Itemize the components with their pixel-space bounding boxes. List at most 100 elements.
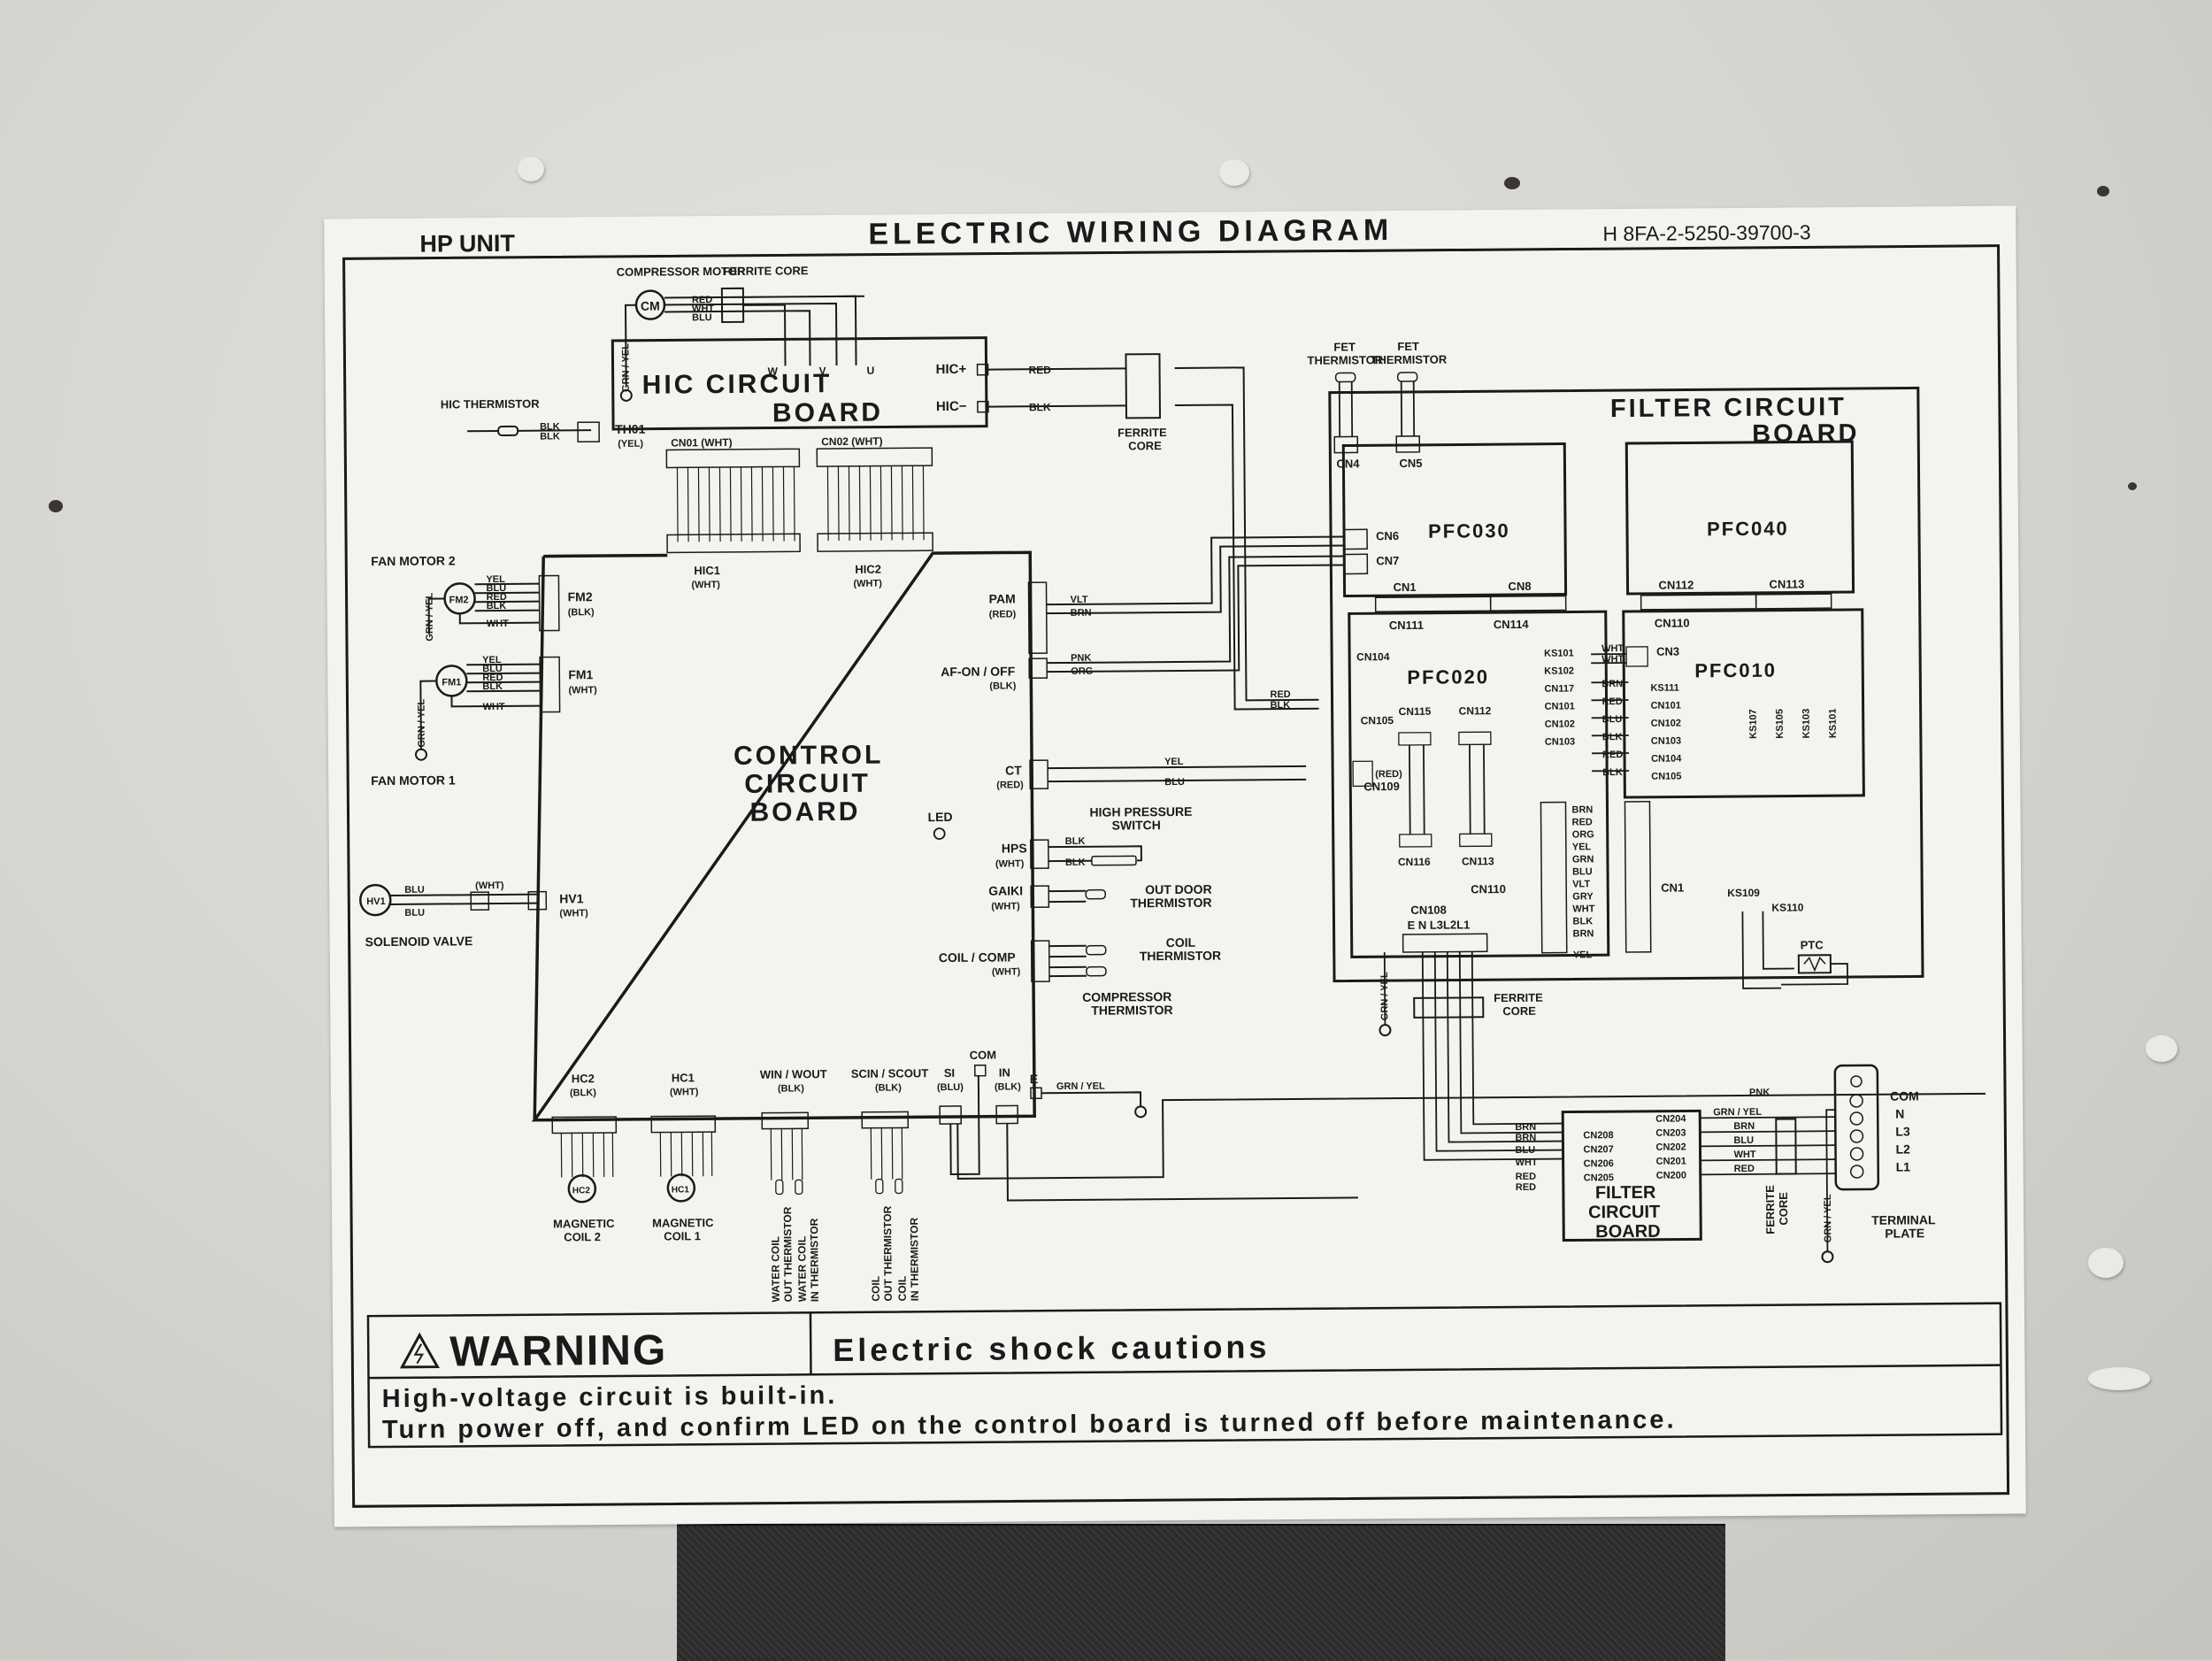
svg-text:MAGNETIC: MAGNETIC xyxy=(652,1216,714,1230)
svg-text:RED: RED xyxy=(482,673,503,683)
fm2-label: FM2 xyxy=(568,589,593,604)
coil-comp-connector xyxy=(1030,940,1050,983)
e-label: E xyxy=(1030,1072,1038,1086)
scin-scout-label: SCIN / SCOUT xyxy=(851,1066,929,1080)
svg-text:CN102: CN102 xyxy=(1651,719,1681,729)
svg-text:VLT: VLT xyxy=(1071,595,1088,605)
af-on-off-label: AF-ON / OFF xyxy=(941,664,1016,679)
cn3-label: CN3 xyxy=(1656,645,1679,658)
svg-text:CORE: CORE xyxy=(1502,1004,1536,1018)
svg-text:WHT: WHT xyxy=(692,304,714,314)
svg-text:WHT: WHT xyxy=(1516,1157,1538,1168)
hic-board-title-1: HIC CIRCUIT xyxy=(642,369,833,400)
cn01-connector xyxy=(665,448,801,469)
pfc020-module xyxy=(1348,610,1610,958)
cn1-label: CN1 xyxy=(1393,581,1416,594)
si-color: (BLU) xyxy=(937,1082,964,1093)
cn110-connector xyxy=(1540,801,1568,954)
svg-text:BLK: BLK xyxy=(1602,767,1623,778)
svg-text:(RED): (RED) xyxy=(1375,769,1402,780)
ct-connector xyxy=(1029,759,1049,790)
cn112-label: CN112 xyxy=(1658,578,1694,591)
svg-text:BRN: BRN xyxy=(1573,928,1594,939)
ks110-label: KS110 xyxy=(1771,901,1803,913)
svg-text:CN104: CN104 xyxy=(1651,753,1682,764)
cm-label: CM xyxy=(641,299,660,313)
win-wout-label: WIN / WOUT xyxy=(760,1067,827,1081)
cn105-label: CN105 xyxy=(1361,714,1394,727)
warning-line-1: High-voltage circuit is built-in. xyxy=(382,1381,838,1413)
cn02-label: CN02 (WHT) xyxy=(821,435,882,449)
svg-text:HC1: HC1 xyxy=(672,1185,690,1195)
svg-text:PNK: PNK xyxy=(1071,653,1091,664)
terminal-com: COM xyxy=(1890,1088,1919,1103)
svg-text:BLK: BLK xyxy=(482,681,503,692)
hc2-color: (BLK) xyxy=(570,1088,596,1098)
control-board-title-2: CIRCUIT xyxy=(744,769,871,799)
hv1-label: HV1 xyxy=(559,891,584,905)
hc1-color: (WHT) xyxy=(670,1087,699,1097)
svg-text:BRN: BRN xyxy=(1601,679,1623,689)
hc1-label: HC1 xyxy=(672,1071,695,1084)
svg-text:GRN / YEL: GRN / YEL xyxy=(1713,1107,1762,1118)
cn114-label: CN114 xyxy=(1494,618,1530,631)
svg-text:BRN: BRN xyxy=(1515,1133,1536,1143)
svg-text:BRN: BRN xyxy=(1571,804,1593,815)
filter-board-title-2: BOARD xyxy=(1752,419,1860,449)
dirt-speck xyxy=(1504,177,1520,189)
svg-text:BRN: BRN xyxy=(1071,608,1092,619)
th01-color: (YEL) xyxy=(618,439,643,450)
led-icon xyxy=(933,827,946,840)
svg-text:CN102: CN102 xyxy=(1545,719,1575,729)
fm1-color: (WHT) xyxy=(568,685,597,696)
svg-text:(WHT): (WHT) xyxy=(475,880,504,891)
high-voltage-warning-icon xyxy=(399,1332,440,1369)
svg-text:GRN / YEL: GRN / YEL xyxy=(1823,1194,1833,1242)
gaiki-connector xyxy=(1030,885,1050,909)
pam-label: PAM xyxy=(989,591,1016,605)
pam-color: (RED) xyxy=(989,609,1017,619)
svg-text:BLU: BLU xyxy=(1602,714,1623,725)
svg-text:THERMISTOR: THERMISTOR xyxy=(1307,353,1383,367)
cn1-pfc010-connector xyxy=(1624,801,1652,953)
svg-text:KS101: KS101 xyxy=(1544,648,1574,658)
gaiki-color: (WHT) xyxy=(991,901,1020,911)
hic-minus-label: HIC− xyxy=(936,399,967,414)
svg-text:GRN: GRN xyxy=(1572,854,1594,865)
warning-subtitle: Electric shock cautions xyxy=(833,1328,1270,1368)
svg-text:BRN: BRN xyxy=(1733,1121,1755,1132)
document-code: H 8FA-2-5250-39700-3 xyxy=(1602,220,1810,245)
svg-text:HC2: HC2 xyxy=(572,1186,591,1196)
wiring-diagram-label: HP UNIT ELECTRIC WIRING DIAGRAM H 8FA-2-… xyxy=(324,205,2026,1527)
svg-text:CN203: CN203 xyxy=(1655,1127,1686,1138)
ferrite-core-hic xyxy=(1125,353,1162,419)
svg-text:ORG: ORG xyxy=(1071,666,1093,677)
terminal-l1: L1 xyxy=(1896,1159,1911,1173)
out-door-thermistor-icon xyxy=(1085,888,1107,900)
cn111-label: CN111 xyxy=(1389,619,1424,632)
terminal-w: W xyxy=(768,365,779,378)
svg-text:IN THERMISTOR: IN THERMISTOR xyxy=(808,1218,821,1302)
cn108-pins: E N L3L2L1 xyxy=(1407,918,1470,932)
svg-text:GRY: GRY xyxy=(1572,891,1594,902)
hps-label: HPS xyxy=(1002,841,1027,855)
filter-board-title-1: FILTER CIRCUIT xyxy=(1610,393,1847,423)
small-filter-title-2: CIRCUIT xyxy=(1588,1203,1660,1223)
terminal-v: V xyxy=(819,365,826,377)
svg-text:CN206: CN206 xyxy=(1584,1158,1614,1169)
svg-text:FET: FET xyxy=(1333,340,1356,353)
hic2-label: HIC2 xyxy=(855,563,881,576)
svg-text:BLK: BLK xyxy=(1271,700,1291,711)
svg-text:OUT DOOR: OUT DOOR xyxy=(1145,882,1212,897)
ground-icon xyxy=(619,388,633,402)
svg-text:BLU: BLU xyxy=(404,908,425,919)
svg-text:RED: RED xyxy=(1602,696,1623,707)
af-connector xyxy=(1028,657,1048,680)
svg-text:KS107: KS107 xyxy=(1748,709,1759,739)
svg-text:WHT: WHT xyxy=(1601,643,1624,654)
control-board-title-3: BOARD xyxy=(749,797,860,827)
svg-text:HV1: HV1 xyxy=(366,896,385,907)
compressor-thermistor-icon xyxy=(1086,965,1107,977)
svg-text:GRN / YEL: GRN / YEL xyxy=(620,343,631,392)
svg-text:RED: RED xyxy=(1270,689,1290,700)
